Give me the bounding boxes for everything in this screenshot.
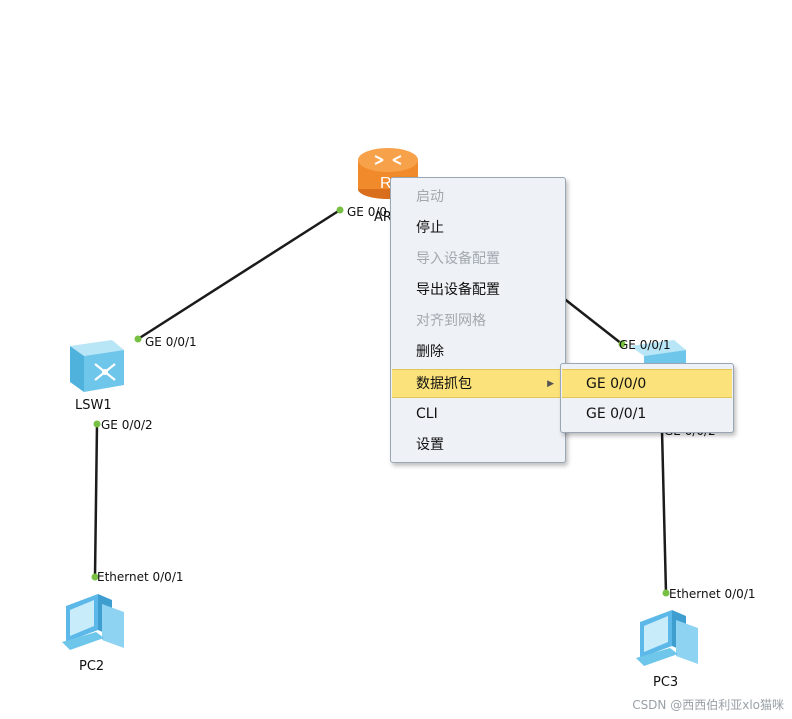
port-dot xyxy=(91,573,99,581)
svg-text:R: R xyxy=(380,175,392,192)
menu-item-settings[interactable]: 设置 xyxy=(416,437,444,453)
link-router-lsw1[interactable] xyxy=(137,208,341,341)
port-dot xyxy=(662,589,670,597)
switch-icon[interactable] xyxy=(70,340,124,392)
menu-item-delete[interactable]: 删除 xyxy=(416,344,444,360)
pc-name: PC2 xyxy=(79,659,105,674)
pc-icon[interactable] xyxy=(636,610,698,666)
menu-item-import-config[interactable]: 导入设备配置 xyxy=(416,251,500,267)
menu-item-start[interactable]: 启动 xyxy=(416,189,444,205)
menu-item-label: 数据抓包 xyxy=(416,376,472,392)
menu-item-export-config[interactable]: 导出设备配置 xyxy=(416,282,500,298)
port-dot xyxy=(618,340,626,348)
context-menu: 启动 停止 导入设备配置 导出设备配置 对齐到网格 删除 数据抓包 ▶ CLI … xyxy=(390,177,566,463)
watermark: CSDN @西西伯利亚xlo猫咪 xyxy=(632,698,784,712)
router-name: AR xyxy=(374,210,392,225)
pc-name: PC3 xyxy=(653,675,679,690)
submenu-item-ge000[interactable]: GE 0/0/0 xyxy=(562,369,732,398)
port-dot xyxy=(336,206,344,214)
port-label: GE 0/0/1 xyxy=(145,335,197,349)
link-lsw1-pc2[interactable] xyxy=(93,423,99,578)
switch-name: LSW1 xyxy=(75,398,112,413)
capture-submenu: GE 0/0/0 GE 0/0/1 xyxy=(560,363,734,433)
submenu-arrow-icon: ▶ xyxy=(547,379,554,389)
pc-icon[interactable] xyxy=(62,594,124,650)
port-dot xyxy=(134,335,142,343)
port-label: GE 0/0 xyxy=(347,205,388,219)
submenu-item-ge001[interactable]: GE 0/0/1 xyxy=(586,406,647,422)
menu-item-align-grid[interactable]: 对齐到网格 xyxy=(416,313,486,329)
menu-item-packet-capture[interactable]: 数据抓包 ▶ xyxy=(392,369,564,398)
port-dot xyxy=(93,420,101,428)
link-router-right-switch[interactable] xyxy=(561,296,623,345)
port-label: GE 0/0/1 xyxy=(619,338,671,352)
link-right-switch-pc3[interactable] xyxy=(660,429,668,594)
port-label: Ethernet 0/0/1 xyxy=(97,570,184,584)
port-label: GE 0/0/2 xyxy=(101,418,153,432)
menu-item-cli[interactable]: CLI xyxy=(416,406,438,422)
menu-item-stop[interactable]: 停止 xyxy=(416,220,444,236)
port-label: Ethernet 0/0/1 xyxy=(669,587,756,601)
